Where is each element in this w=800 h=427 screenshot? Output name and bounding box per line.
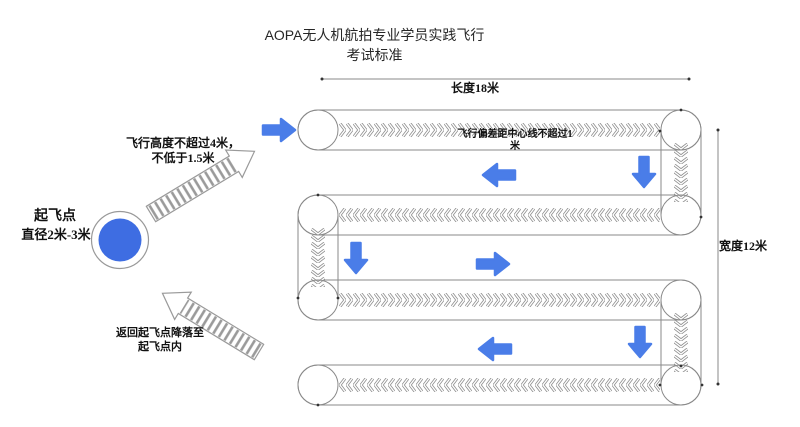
lane-2-chevrons-left	[339, 208, 660, 222]
length-dimension-label: 长度18米	[450, 81, 499, 95]
return-line1: 返回起飞点降落至	[116, 327, 204, 339]
node-dots	[296, 108, 704, 407]
connector-3-4-chevrons-down	[674, 313, 688, 372]
length-dimension-line	[320, 77, 691, 81]
altitude-annotation: 飞行高度不超过4米， 不低于1.5米	[108, 136, 258, 166]
connector-1-2-chevrons-down	[674, 143, 688, 202]
diagram-title-line1: AOPA无人机航拍专业学员实践飞行	[264, 27, 485, 43]
deviation-line2: 米	[510, 140, 520, 152]
width-dimension-label: 宽度12米	[719, 239, 768, 253]
lane-3-chevrons-right	[339, 293, 660, 307]
deviation-line1: 飞行偏差距中心线不超过1	[457, 129, 573, 140]
diagram-title: AOPA无人机航拍专业学员实践飞行 考试标准	[262, 25, 487, 66]
return-line2: 起飞点内	[138, 340, 182, 353]
flow-arrow-row2-left-icon	[481, 162, 517, 188]
altitude-line2: 不低于1.5米	[151, 151, 215, 165]
takeoff-label: 起飞点	[34, 209, 76, 224]
altitude-line1: 飞行高度不超过4米，	[125, 136, 240, 150]
diagram-title-line2: 考试标准	[346, 47, 403, 64]
return-annotation: 返回起飞点降落至 起飞点内	[98, 327, 222, 355]
flow-arrow-row3-right-icon	[475, 251, 511, 277]
flow-arrow-turn1-down-icon	[631, 155, 657, 189]
flow-arrow-entry-right-icon	[261, 117, 297, 143]
connector-2-3-chevrons-down	[311, 228, 325, 287]
flow-arrows	[261, 117, 657, 362]
lane-1-chevrons-right	[339, 123, 660, 137]
deviation-annotation: 飞行偏差距中心线不超过1 米	[445, 129, 585, 152]
lane-4-chevrons-left	[339, 378, 660, 392]
course-connectors	[297, 130, 702, 385]
return-arrow	[161, 291, 265, 361]
takeoff-diameter-label: 直径2米-3米	[21, 227, 91, 242]
width-dimension-line	[716, 128, 720, 386]
takeoff-inner-circle	[98, 218, 142, 262]
flow-arrow-turn2-down-icon	[343, 241, 369, 275]
ascend-arrow	[145, 149, 256, 223]
flow-arrow-turn3-down-icon	[627, 325, 653, 359]
flow-arrow-row4-left-icon	[477, 336, 513, 362]
takeoff-point	[90, 210, 150, 270]
